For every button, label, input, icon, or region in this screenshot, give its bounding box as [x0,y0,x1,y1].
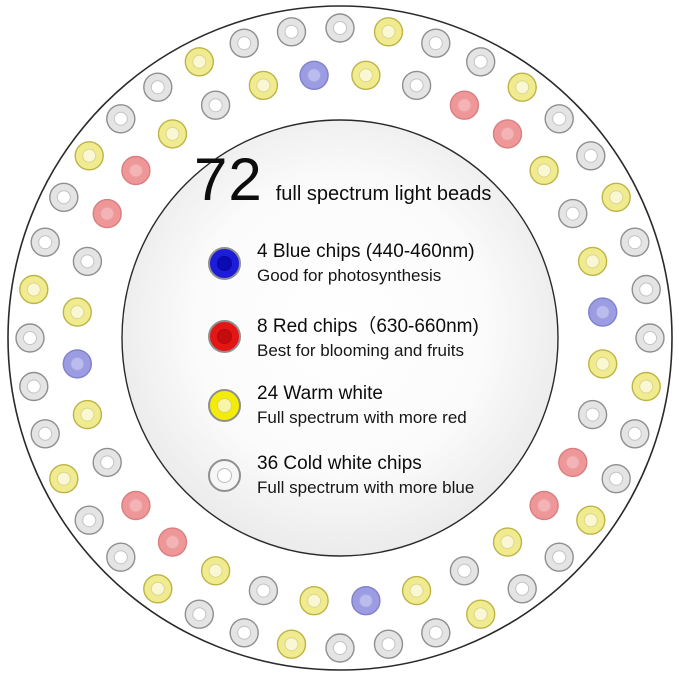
led-bead-warm-white [157,119,188,149]
led-bead-red [529,490,559,521]
led-bead-blue [351,586,381,616]
led-bead-red [121,490,151,521]
led-bead-cold-white [576,141,606,171]
led-bead-cold-white [92,447,122,478]
warm-white-chip-icon [208,389,241,422]
red-chip-icon [208,319,241,353]
led-bead-cold-white [30,227,60,257]
led-bead-cold-white [325,633,355,663]
led-bead-warm-white [631,371,661,402]
led-bead-red [157,527,188,557]
led-bead-cold-white [620,227,650,257]
led-bead-red [492,119,523,149]
led-bead-cold-white [507,574,537,604]
led-bead-cold-white [466,47,496,77]
led-bead-cold-white [558,198,588,229]
led-bead-cold-white [200,90,231,120]
led-bead-cold-white [631,274,661,305]
led-bead-warm-white [19,274,49,305]
cold-white-label: 36 Cold white chips [257,453,422,474]
led-bead-cold-white [449,556,480,586]
led-bead-warm-white [576,505,606,535]
led-bead-cold-white [577,399,608,430]
led-bead-cold-white [143,72,173,102]
warm-white-desc: Full spectrum with more red [257,408,467,427]
red-chips-label: 8 Red chips（630-660nm) [257,316,479,337]
led-bead-cold-white [421,28,451,58]
led-bead-warm-white [507,72,537,102]
led-bead-cold-white [30,419,60,449]
cold-white-chip-icon [208,459,241,492]
led-bead-cold-white [72,246,103,277]
led-bead-cold-white [401,70,432,101]
legend-row-blue: 4 Blue chips (440-460nm) Good for photos… [208,241,475,286]
led-bead-cold-white [544,104,574,134]
led-bead-warm-white [588,349,618,379]
led-bead-cold-white [544,542,574,572]
led-bead-warm-white [401,575,432,606]
led-bead-warm-white [49,464,79,494]
led-bead-warm-white [577,246,608,277]
bead-count: 72 [194,146,263,213]
led-bead-cold-white [15,323,45,353]
led-bead-warm-white [62,297,93,327]
warm-white-chip-core [217,398,232,413]
led-bead-cold-white [184,599,215,629]
warm-white-label: 24 Warm white [257,383,383,404]
led-bead-warm-white [466,599,496,629]
led-bead-warm-white [72,399,103,430]
led-bead-warm-white [248,70,279,101]
inner-boundary-circle [121,119,559,557]
led-bead-warm-white [276,629,307,659]
led-bead-cold-white [74,505,104,535]
led-bead-cold-white [106,104,136,134]
legend-row-cold-white: 36 Cold white chips Full spectrum with m… [208,453,474,498]
led-bead-warm-white [184,47,215,77]
title-caption: full spectrum light beads [275,183,492,205]
blue-chips-desc: Good for photosynthesis [257,266,442,285]
led-bead-warm-white [492,527,523,557]
led-bead-cold-white [49,182,79,213]
led-bead-warm-white [529,155,559,186]
led-bead-cold-white [421,618,451,648]
legend-row-red: 8 Red chips（630-660nm) Best for blooming… [208,311,479,361]
title: 72 full spectrum light beads [194,150,491,210]
led-bead-blue [299,60,329,91]
led-bead-warm-white [200,556,231,586]
led-bead-blue [588,297,618,327]
led-bead-warm-white [351,60,381,91]
blue-chip-core [217,256,232,271]
led-bead-cold-white [248,575,279,606]
red-chips-desc: Best for blooming and fruits [257,341,464,360]
led-bead-red [121,155,151,186]
led-bead-warm-white [601,182,631,213]
red-chip-core [217,328,232,344]
led-bead-warm-white [143,574,173,604]
led-bead-cold-white [276,17,307,47]
led-bead-red [449,90,480,120]
cold-white-desc: Full spectrum with more blue [257,478,475,497]
led-bead-cold-white [106,542,136,572]
led-bead-cold-white [373,629,404,659]
led-bead-cold-white [601,464,631,494]
legend-row-warm-white: 24 Warm white Full spectrum with more re… [208,383,467,428]
led-bead-red [558,447,588,478]
blue-chips-label: 4 Blue chips (440-460nm) [257,241,475,262]
blue-chip-icon [208,247,241,280]
led-bead-cold-white [325,13,355,43]
led-bead-cold-white [229,618,259,648]
cold-white-chip-core [217,468,232,483]
led-bead-warm-white [299,586,329,616]
led-bead-cold-white [620,419,650,449]
led-bead-warm-white [74,141,104,171]
led-bead-cold-white [19,371,49,402]
led-bead-warm-white [373,17,404,47]
led-bead-cold-white [229,28,259,58]
led-bead-cold-white [635,323,665,353]
led-bead-blue [62,349,93,379]
led-bead-red [92,198,122,229]
